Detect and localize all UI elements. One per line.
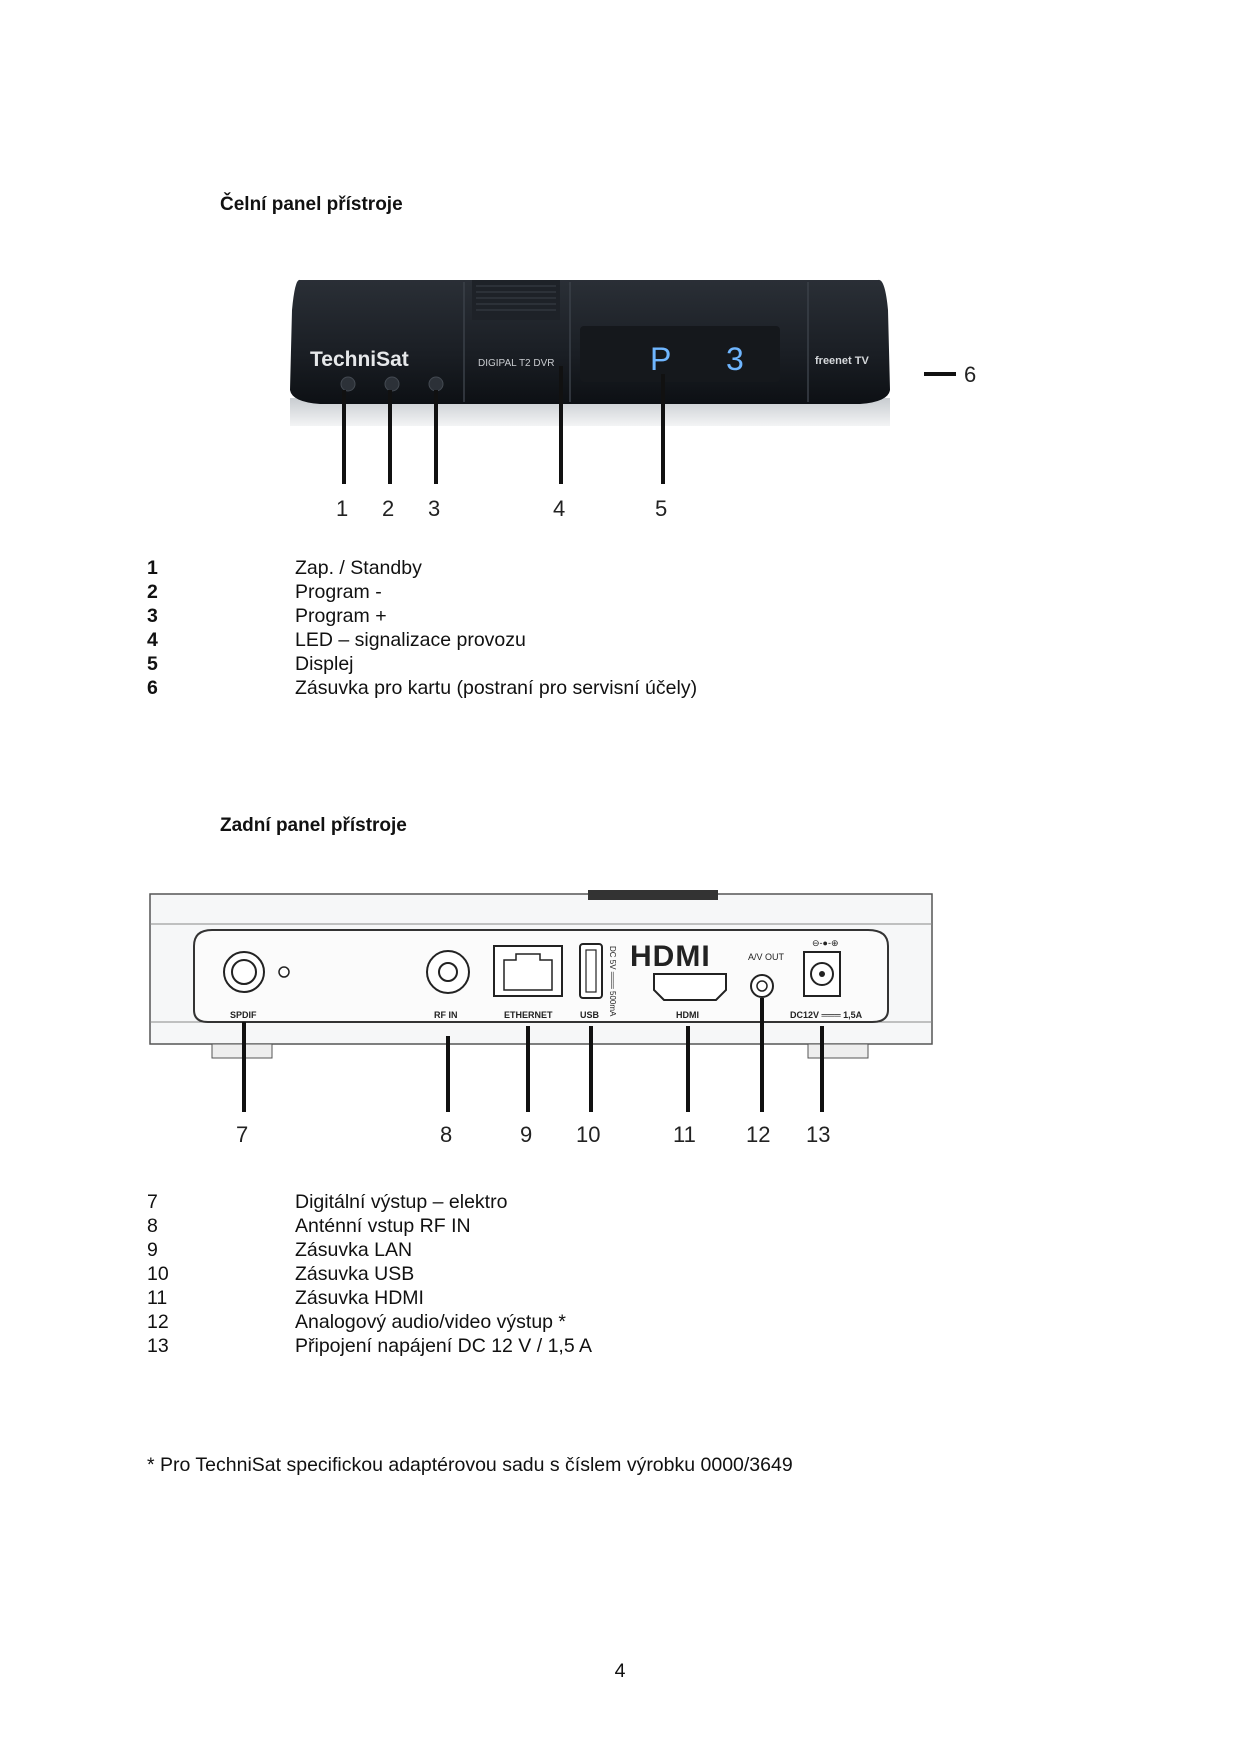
callout-4: 4 [553,496,565,521]
usb-rating: DC 5V ═══ 500mA [608,946,617,1017]
legend-text: Připojení napájení DC 12 V / 1,5 A [295,1335,593,1357]
legend-num: 6 [147,677,158,699]
rear-slot [588,890,718,900]
legend-text: Analogový audio/video výstup * [295,1311,567,1333]
rear-panel-heading: Zadní panel přístroje [220,815,407,836]
legend-text: Anténní vstup RF IN [295,1215,471,1237]
callout-11: 11 [673,1122,696,1146]
legend-text: Digitální výstup – elektro [295,1191,508,1213]
model-label: DIGIPAL T2 DVR [478,358,555,369]
legend-num: 11 [147,1287,168,1309]
legend-num: 9 [147,1239,158,1261]
display-window [580,326,780,382]
callout-8: 8 [440,1122,452,1146]
freenet-label: freenet TV [815,355,869,367]
display-char-p: P [650,341,671,377]
legend-text: Zásuvka pro kartu (postraní pro servisní… [295,677,698,699]
rear-legend: 7 Digitální výstup – elektro 8 Anténní vst… [147,1190,592,1358]
callout-9: 9 [520,1122,532,1146]
page-number: 4 [614,1660,626,1682]
standby-button [340,376,356,392]
legend-text: Program + [295,605,387,627]
legend-row: 3 Program + [147,604,697,628]
av-out-label: A/V OUT [748,952,785,962]
port-label-ethernet: ETHERNET [504,1010,553,1020]
brand-logo: TechniSat [310,348,409,371]
legend-text: Displej [295,653,354,675]
legend-row: 5 Displej [147,652,697,676]
front-panel-heading: Čelní panel přístroje [220,194,403,215]
legend-row: 9 Zásuvka LAN [147,1238,592,1262]
port-label-rf-in: RF IN [434,1010,458,1020]
front-legend: 1 Zap. / Standby 2 Program - 3 Program + 4 L… [147,556,697,700]
legend-row: 13 Připojení napájení DC 12 V / 1,5 A [147,1334,592,1358]
program-plus-button [428,376,444,392]
callout-12: 12 [746,1122,770,1146]
legend-num: 8 [147,1215,158,1237]
callout-1: 1 [336,496,348,521]
callout-13: 13 [806,1122,830,1146]
legend-num: 3 [147,605,158,627]
legend-num: 2 [147,581,158,603]
callout-2: 2 [382,496,394,521]
legend-row: 2 Program - [147,580,697,604]
legend-text: Program - [295,581,382,603]
rear-panel-figure: DC 5V ═══ 500mA HDMI A/V OUT ⊖-●-⊕ SPDIF… [149,890,933,1146]
hdmi-socket [653,973,727,1001]
legend-row: 4 LED – signalizace provozu [147,628,697,652]
legend-row: 7 Digitální výstup – elektro [147,1190,592,1214]
legend-num: 7 [147,1191,158,1213]
legend-row: 8 Anténní vstup RF IN [147,1214,592,1238]
legend-num: 1 [147,557,158,579]
legend-text: Zásuvka LAN [295,1239,413,1261]
legend-text: LED – signalizace provozu [295,629,526,651]
front-panel-figure: P 3 TechniSat DIGIPAL T2 DVR freenet TV … [290,279,976,521]
callout-6: 6 [964,362,976,387]
legend-num: 10 [147,1263,169,1285]
legend-num: 12 [147,1311,169,1333]
port-label-spdif: SPDIF [230,1010,257,1020]
legend-num: 5 [147,653,158,675]
callout-7: 7 [236,1122,248,1146]
display-char-3: 3 [726,341,744,377]
program-minus-button [384,376,400,392]
callout-3: 3 [428,496,440,521]
legend-num: 4 [147,629,158,651]
port-label-usb: USB [580,1010,600,1020]
legend-row: 12 Analogový audio/video výstup * [147,1310,592,1334]
port-label-dc: DC12V ═══ 1,5A [790,1010,863,1020]
dc-polarity-icon: ⊖-●-⊕ [812,938,839,948]
device-foot-right [807,1043,869,1059]
callout-5: 5 [655,496,667,521]
footnote: * Pro TechniSat specifickou adaptérovou … [147,1454,793,1476]
legend-text: Zap. / Standby [295,557,422,579]
legend-row: 1 Zap. / Standby [147,556,697,580]
legend-row: 11 Zásuvka HDMI [147,1286,592,1310]
legend-row: 6 Zásuvka pro kartu (postraní pro servisn… [147,676,697,700]
callout-10: 10 [576,1122,600,1146]
port-label-hdmi: HDMI [676,1010,699,1020]
legend-num: 13 [147,1335,169,1357]
legend-row: 10 Zásuvka USB [147,1262,592,1286]
legend-text: Zásuvka USB [295,1263,415,1285]
legend-text: Zásuvka HDMI [295,1287,424,1309]
hdmi-logo: HDMI [630,940,711,973]
